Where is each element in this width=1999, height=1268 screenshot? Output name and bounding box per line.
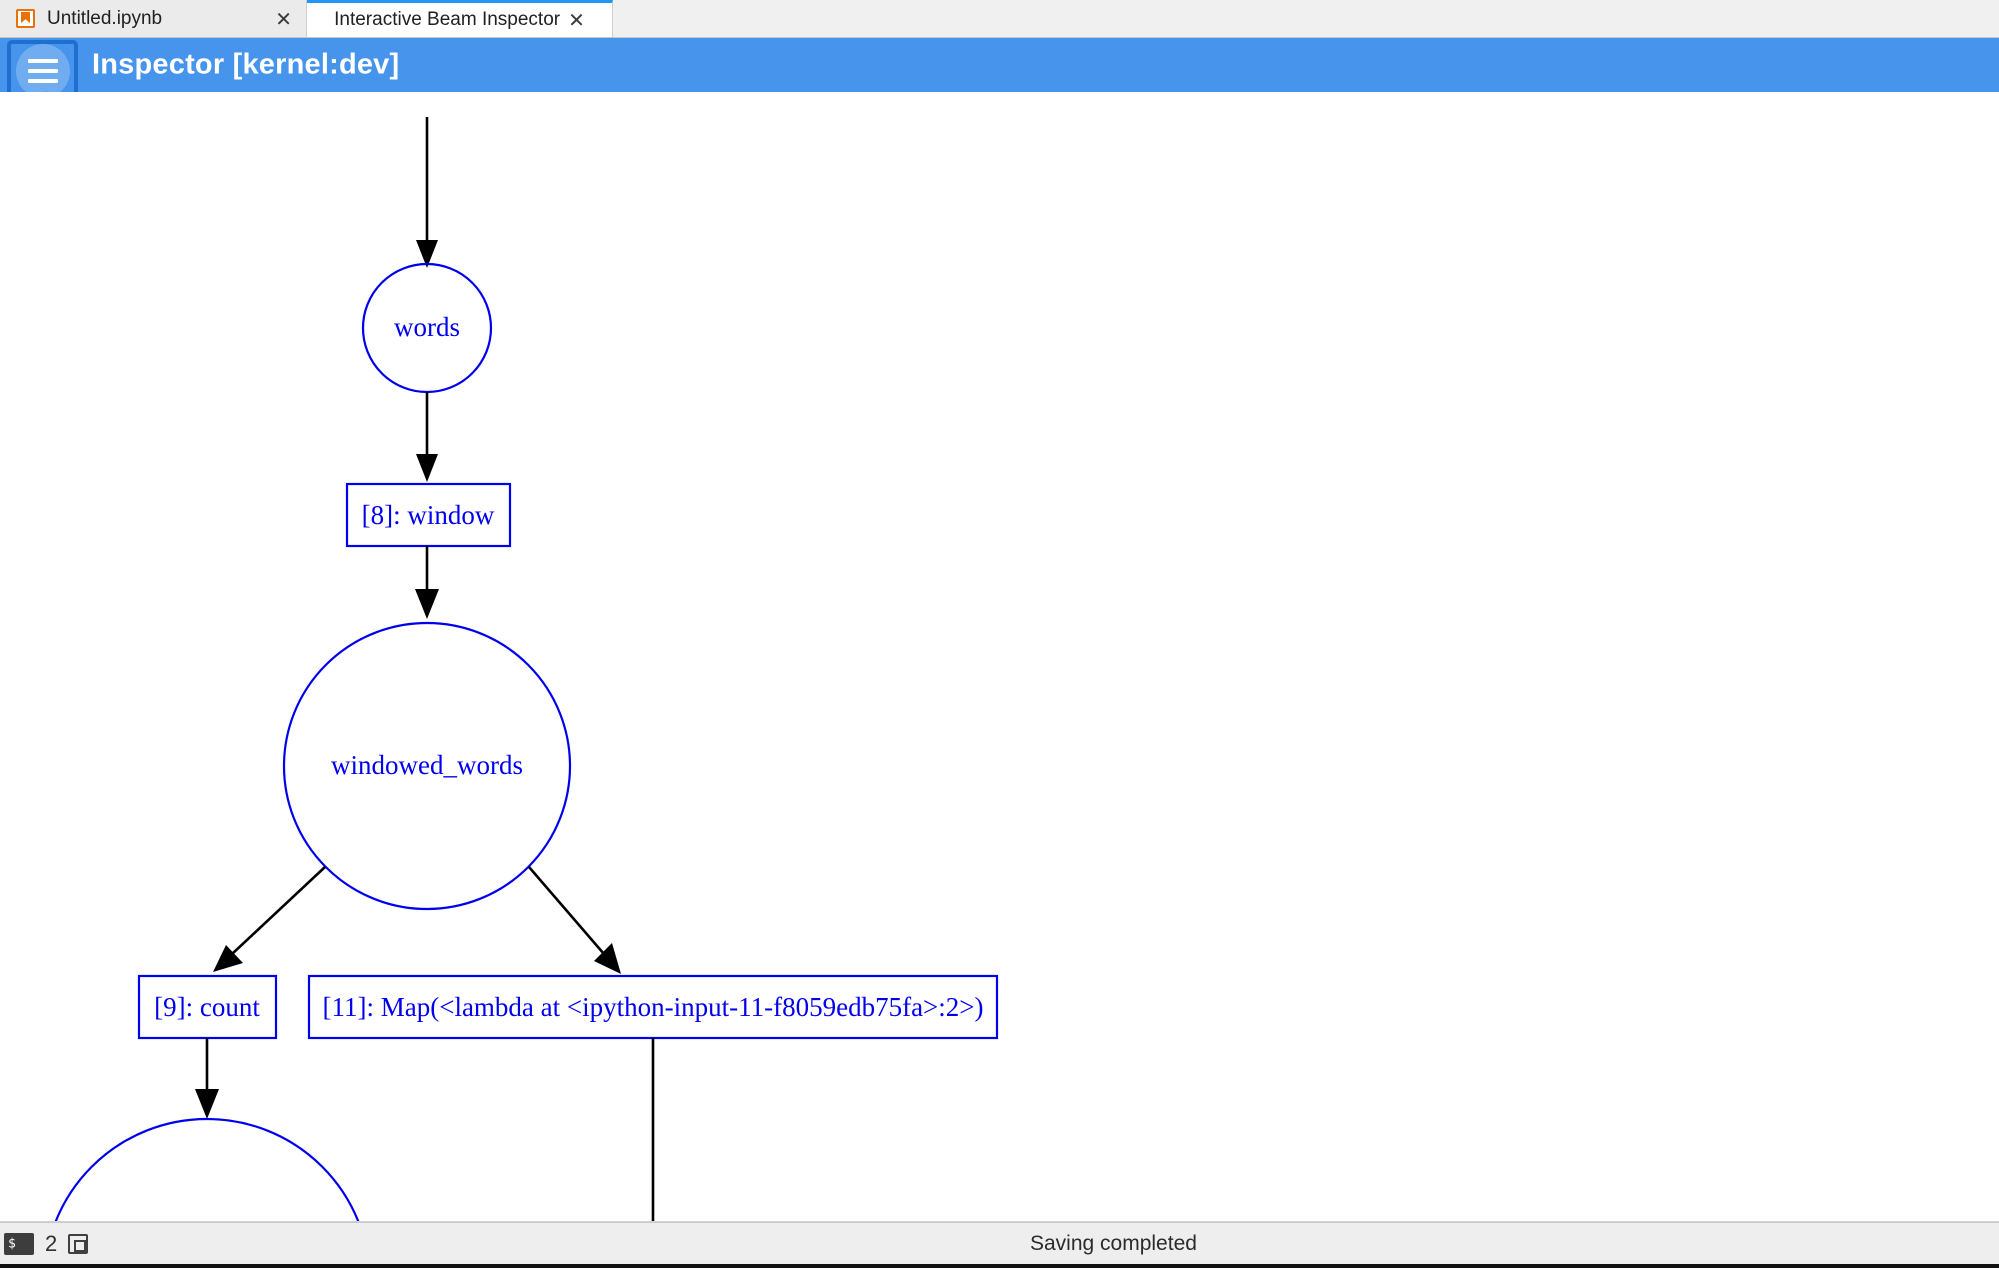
- graph-canvas[interactable]: words [8]: window windowed_words: [0, 92, 1999, 1222]
- edge-words-to-window: [416, 392, 438, 482]
- node-window[interactable]: [8]: window: [345, 482, 512, 548]
- tab-untitled-ipynb[interactable]: Untitled.ipynb ✕: [0, 0, 307, 37]
- inspector-header: Inspector [kernel:dev]: [0, 38, 1999, 101]
- node-label: [11]: Map(<lambda at <ipython-input-11-f…: [323, 992, 984, 1022]
- status-message: Saving completed: [1030, 1231, 1197, 1255]
- hamburger-icon[interactable]: [7, 40, 78, 101]
- edge-window-to-windowed-words: [415, 546, 439, 619]
- tab-label: Untitled.ipynb: [47, 7, 163, 29]
- edge-map-to-unnamed: [651, 1038, 655, 1221]
- edge-count-to-windowed-word-counts: [195, 1038, 219, 1119]
- node-label: [9]: count: [154, 992, 260, 1022]
- node-count[interactable]: [9]: count: [137, 974, 278, 1040]
- hamburger-icon-circle: [15, 43, 70, 98]
- status-bar: 2 Saving completed: [0, 1222, 1999, 1268]
- notebook-icon: [16, 9, 35, 28]
- kernel-count: 2: [45, 1230, 58, 1256]
- edge-windowed-words-to-map: [528, 866, 621, 974]
- terminal-icon[interactable]: [4, 1232, 34, 1255]
- node-windowed-word-counts[interactable]: windowed_word_counts: [44, 1117, 370, 1222]
- tab-bar: Untitled.ipynb ✕ Interactive Beam Inspec…: [0, 0, 1999, 38]
- node-windowed-words[interactable]: windowed_words: [282, 621, 572, 911]
- tab-bar-empty-area: [613, 0, 1999, 37]
- close-icon[interactable]: ✕: [275, 6, 292, 31]
- page-title: Inspector [kernel:dev]: [92, 48, 400, 81]
- node-label: words: [394, 312, 460, 342]
- status-bar-left: 2: [0, 1230, 89, 1257]
- node-label: windowed_words: [331, 750, 523, 780]
- node-words[interactable]: words: [361, 262, 493, 394]
- node-map[interactable]: [11]: Map(<lambda at <ipython-input-11-f…: [307, 974, 999, 1040]
- close-icon[interactable]: ✕: [568, 8, 585, 32]
- tab-interactive-beam-inspector[interactable]: Interactive Beam Inspector ✕: [307, 0, 613, 37]
- chip-icon[interactable]: [68, 1233, 89, 1254]
- node-label: [8]: window: [362, 500, 495, 530]
- edge-entry-to-words: [416, 117, 438, 268]
- tab-label: Interactive Beam Inspector: [334, 9, 561, 30]
- edge-windowed-words-to-count: [213, 866, 326, 972]
- beam-pipeline-graph: words [8]: window windowed_words: [44, 117, 999, 1222]
